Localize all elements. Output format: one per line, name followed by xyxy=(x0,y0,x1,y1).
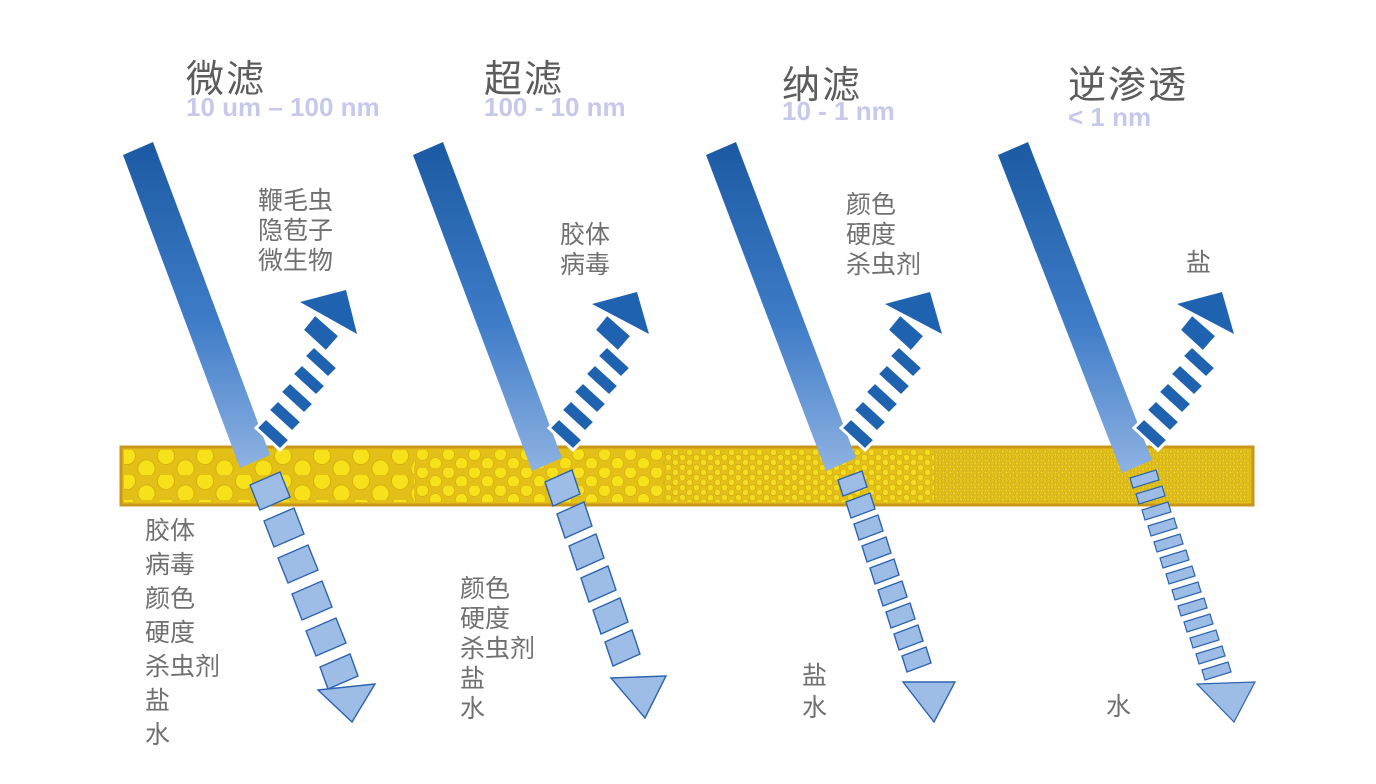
passed-item: 杀虫剂 xyxy=(460,634,536,663)
title-micro: 微滤 xyxy=(186,57,267,101)
passed-item: 硬度 xyxy=(460,604,511,633)
rejected-nano: 颜色 硬度 杀虫剂 xyxy=(846,190,921,280)
reject-arrow xyxy=(253,290,357,453)
range-ro: < 1 nm xyxy=(1068,102,1152,132)
rejected-item: 胶体 xyxy=(560,220,611,249)
range-micro: 10 um – 100 nm xyxy=(186,92,380,122)
rejected-item: 杀虫剂 xyxy=(846,250,922,279)
title-nano: 纳滤 xyxy=(782,63,863,107)
reject-arrow xyxy=(1131,292,1234,453)
rejected-item: 鞭毛虫 xyxy=(258,186,334,215)
passed-micro: 胶体 病毒 颜色 硬度 杀虫剂 盐 水 xyxy=(145,514,220,752)
rejected-item: 病毒 xyxy=(560,250,611,279)
passed-ultra: 颜色 硬度 杀虫剂 盐 水 xyxy=(460,574,535,724)
flow-ro xyxy=(998,142,1257,724)
permeate-arrow xyxy=(1129,469,1257,724)
rejected-item: 微生物 xyxy=(258,246,334,275)
passed-item: 颜色 xyxy=(460,574,511,603)
membrane xyxy=(119,445,1255,507)
passed-item: 盐 xyxy=(145,686,171,715)
reject-arrow xyxy=(546,292,649,453)
passed-ro: 水 xyxy=(1106,692,1131,722)
passed-item: 胶体 xyxy=(145,516,196,545)
rejected-item: 硬度 xyxy=(846,220,897,249)
rejected-micro: 鞭毛虫 隐苞子 微生物 xyxy=(258,186,333,276)
range-ultra: 100 - 10 nm xyxy=(484,92,626,122)
passed-item: 病毒 xyxy=(145,550,196,579)
rejected-ultra: 胶体 病毒 xyxy=(560,220,610,280)
feed-arrow xyxy=(998,142,1152,473)
permeate-arrow xyxy=(249,471,377,724)
passed-item: 杀虫剂 xyxy=(145,652,221,681)
passed-item: 颜色 xyxy=(145,584,196,613)
rejected-item: 盐 xyxy=(1186,248,1212,277)
membrane-pores-nano xyxy=(664,450,934,502)
reject-arrow xyxy=(838,292,942,453)
rejected-item: 隐苞子 xyxy=(258,216,334,245)
passed-item: 盐 xyxy=(460,664,486,693)
feed-arrow xyxy=(706,142,856,471)
permeate-arrow xyxy=(837,470,957,724)
passed-item: 水 xyxy=(1106,692,1132,721)
passed-item: 盐 xyxy=(802,661,828,690)
permeate-arrow xyxy=(544,469,668,720)
flow-ultra xyxy=(413,142,668,720)
membrane-pores-ro xyxy=(934,450,1250,502)
range-nano: 10 - 1 nm xyxy=(782,96,895,126)
feed-arrow xyxy=(413,142,562,471)
flow-nano xyxy=(706,142,957,724)
rejected-item: 颜色 xyxy=(846,190,897,219)
membrane-border xyxy=(119,445,1255,507)
rejected-ro: 盐 xyxy=(1186,248,1211,278)
passed-item: 水 xyxy=(460,694,486,723)
flow-micro xyxy=(123,142,377,724)
passed-item: 硬度 xyxy=(145,618,196,647)
passed-nano: 盐 水 xyxy=(802,660,827,724)
title-ultra: 超滤 xyxy=(484,57,565,101)
passed-item: 水 xyxy=(145,720,171,749)
feed-arrow xyxy=(123,142,270,468)
passed-item: 水 xyxy=(802,693,828,722)
title-ro: 逆渗透 xyxy=(1068,63,1189,107)
